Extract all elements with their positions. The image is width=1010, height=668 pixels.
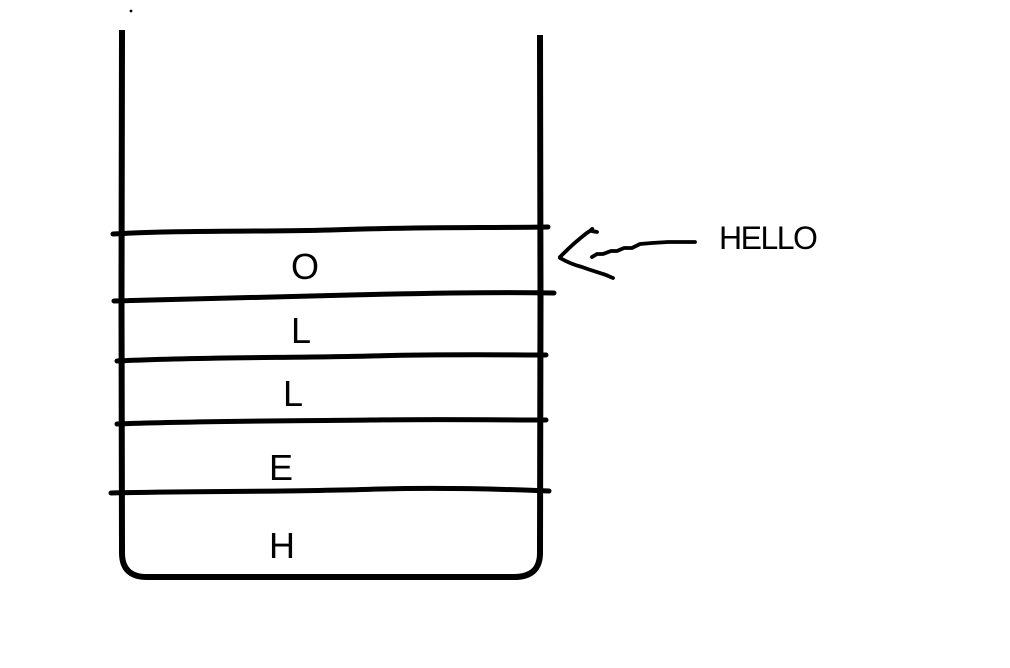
arrow-annotation bbox=[558, 227, 697, 280]
slot-divider-4 bbox=[114, 417, 549, 427]
ink-speck bbox=[129, 9, 133, 13]
slot-divider-5 bbox=[108, 485, 552, 496]
hello-label: HELLO bbox=[719, 220, 817, 256]
arrowhead-lower-stroke bbox=[558, 256, 615, 280]
arrow-shaft bbox=[590, 240, 697, 259]
slot-divider-3 bbox=[114, 352, 549, 364]
slot-letter-bottom: H bbox=[269, 525, 295, 566]
slot-letter-top: O bbox=[291, 246, 319, 287]
slot-letter-2: L bbox=[291, 310, 311, 351]
stack-container-outline bbox=[118, 29, 544, 580]
slot-divider-2 bbox=[111, 290, 557, 304]
slot-letter-4: E bbox=[269, 447, 293, 488]
arrowhead-upper-stroke bbox=[558, 227, 599, 259]
slot-divider-1 bbox=[110, 224, 551, 237]
slot-letter-3: L bbox=[283, 373, 303, 414]
